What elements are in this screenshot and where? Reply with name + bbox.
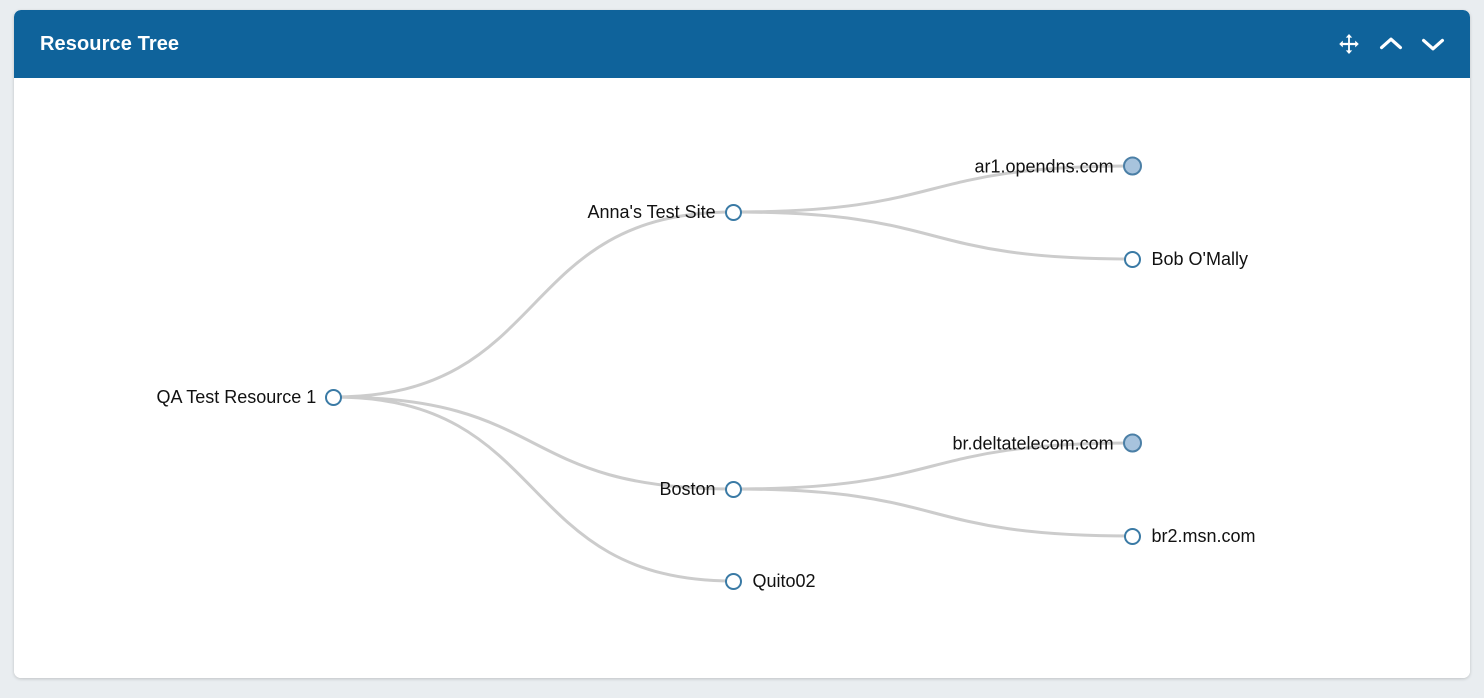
panel-title: Resource Tree [40,32,180,55]
panel-header: Resource Tree [14,10,1470,78]
tree-node-br2[interactable]: br2.msn.com [1123,526,1256,546]
tree-node-root[interactable]: QA Test Resource 1 [157,388,343,406]
node-label-br2: br2.msn.com [1151,526,1256,546]
tree-node-anna[interactable]: Anna's Test Site [588,203,742,221]
tree-edges [332,164,1134,583]
tree-edge [332,210,735,399]
node-label-ar1: ar1.opendns.com [974,156,1114,176]
node-label-root: QA Test Resource 1 [156,387,317,407]
resource-tree-panel: Resource Tree [14,10,1470,678]
tree-edge [332,395,735,491]
tree-node-quito[interactable]: Quito02 [724,571,816,591]
node-label-deltatelcom: br.deltatelecom.com [952,433,1114,453]
tree-node-boston[interactable]: Boston [660,480,742,498]
tree-edge [731,487,1134,538]
node-label-quito: Quito02 [752,571,816,591]
node-dot-deltatelcom[interactable] [1122,433,1142,453]
node-dot-br2[interactable] [1123,527,1141,545]
node-label-bob: Bob O'Mally [1151,249,1248,269]
tree-edge [332,395,735,583]
node-dot-ar1[interactable] [1122,156,1142,176]
node-dot-bob[interactable] [1123,250,1141,268]
node-dot-root[interactable] [325,388,343,406]
tree-edge [731,210,1134,261]
node-label-anna: Anna's Test Site [587,202,716,222]
tree-node-ar1[interactable]: ar1.opendns.com [974,156,1142,176]
node-dot-quito[interactable] [724,572,742,590]
node-label-boston: Boston [659,479,716,499]
panel-header-actions [1336,31,1446,57]
node-dot-boston[interactable] [724,480,742,498]
tree-node-deltatelcom[interactable]: br.deltatelecom.com [952,433,1142,453]
chevron-up-icon[interactable] [1378,31,1404,57]
chevron-down-icon[interactable] [1420,31,1446,57]
move-icon[interactable] [1336,31,1362,57]
tree-node-bob[interactable]: Bob O'Mally [1123,249,1248,269]
node-dot-anna[interactable] [724,203,742,221]
tree-edge [731,441,1134,491]
tree-edge [731,164,1134,214]
